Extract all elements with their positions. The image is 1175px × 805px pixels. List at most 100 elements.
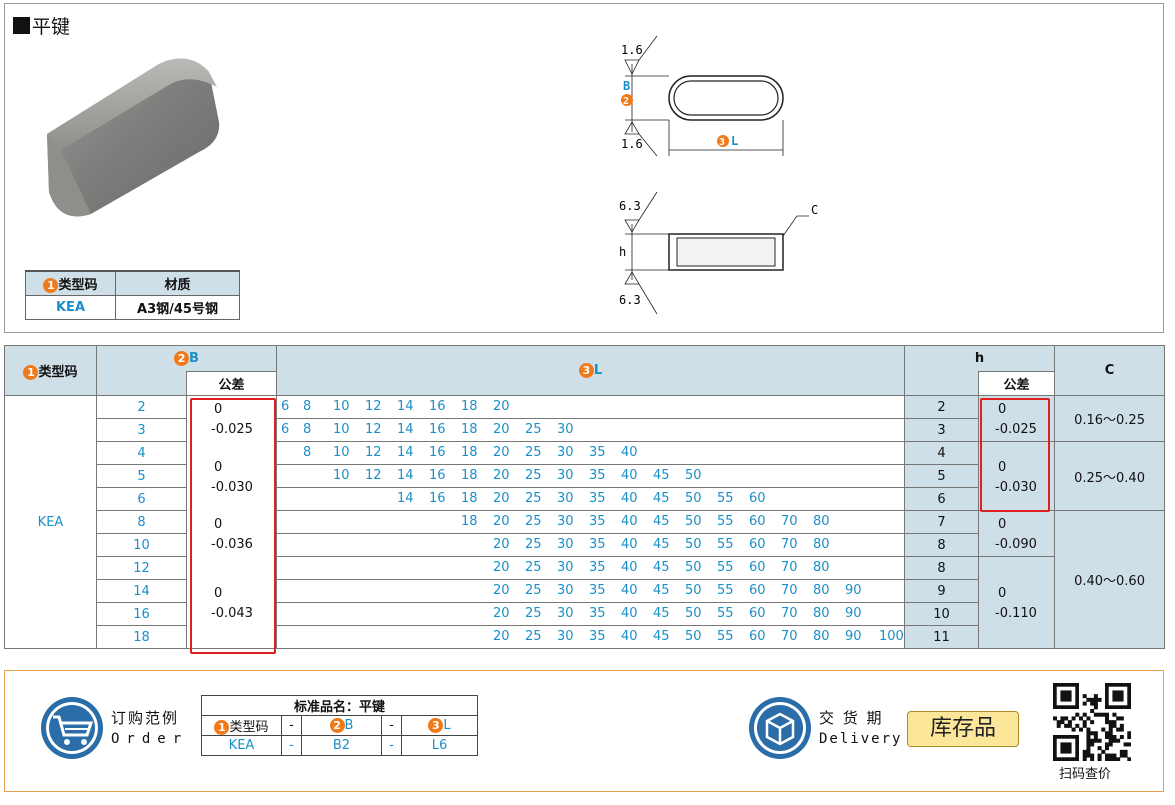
l-value: 18 — [461, 514, 478, 529]
l-value: 20 — [493, 560, 510, 575]
l-value: 45 — [653, 606, 670, 621]
l-value: 60 — [749, 491, 766, 506]
l-value: 20 — [493, 537, 510, 552]
b-value-cell: 18 — [96, 625, 187, 649]
h-tolerance-cell — [978, 510, 1056, 557]
order-label-cn: 订购范例 — [111, 709, 180, 727]
b-value-cell: 2 — [96, 395, 187, 419]
svg-text:2: 2 — [623, 96, 629, 107]
l-value: 45 — [653, 468, 670, 483]
l-value: 80 — [813, 514, 830, 529]
l-value: 60 — [749, 514, 766, 529]
l-value: 6 — [281, 399, 290, 414]
b-value-cell: 14 — [96, 579, 187, 603]
l-value: 25 — [525, 560, 542, 575]
l-value: 14 — [397, 491, 414, 506]
h-value-cell: 7 — [904, 510, 980, 534]
b-value-cell: 12 — [96, 556, 187, 580]
delivery-label-cn: 交 货 期 — [819, 709, 884, 727]
header-c: C — [1054, 345, 1166, 396]
l-value: 80 — [813, 560, 830, 575]
b-value-cell: 16 — [96, 602, 187, 626]
roughness-top: 1.6 — [621, 43, 643, 57]
delivery-box-icon — [749, 697, 811, 759]
material-value: A3钢/45号钢 — [115, 294, 240, 320]
l-value: 25 — [525, 491, 542, 506]
delivery-label-en: Delivery — [819, 731, 903, 747]
l-value: 20 — [493, 399, 510, 414]
l-value: 20 — [493, 468, 510, 483]
b-value-cell: 6 — [96, 487, 187, 511]
l-value: 60 — [749, 606, 766, 621]
stock-badge: 库存品 — [907, 711, 1019, 747]
l-value: 35 — [589, 491, 606, 506]
l-value: 60 — [749, 583, 766, 598]
order-table-title: 标准品名：平键 — [201, 695, 478, 716]
l-value: 14 — [397, 399, 414, 414]
order-value-l: L6 — [401, 735, 478, 756]
l-value: 80 — [813, 583, 830, 598]
l-value: 55 — [717, 491, 734, 506]
l-value: 16 — [429, 422, 446, 437]
l-value: 10 — [333, 468, 350, 483]
b-tolerance-value: 0-0.025 — [211, 402, 253, 437]
material-header-material: 材质 — [115, 270, 240, 296]
l-value: 40 — [621, 629, 638, 644]
l-value: 70 — [781, 514, 798, 529]
l-value: 70 — [781, 606, 798, 621]
l-value: 20 — [493, 422, 510, 437]
b-value-cell: 8 — [96, 510, 187, 534]
l-value: 100 — [879, 629, 904, 644]
l-value: 90 — [845, 606, 862, 621]
l-value: 40 — [621, 468, 638, 483]
h-tolerance-value: 0-0.090 — [995, 517, 1037, 552]
l-value: 60 — [749, 560, 766, 575]
order-value-sep2: - — [381, 735, 402, 756]
h-tolerance-value: 0-0.110 — [995, 586, 1037, 621]
dim-b-label: B — [623, 79, 630, 93]
b-value-cell: 10 — [96, 533, 187, 557]
roughness-bottom: 1.6 — [621, 137, 643, 151]
l-value: 30 — [557, 491, 574, 506]
l-value: 70 — [781, 560, 798, 575]
l-value: 40 — [621, 491, 638, 506]
l-value: 80 — [813, 629, 830, 644]
qr-code-icon[interactable] — [1053, 683, 1131, 761]
h-tolerance-cell — [978, 441, 1056, 511]
l-value: 50 — [685, 514, 702, 529]
h-tolerance-value: 0-0.025 — [995, 402, 1037, 437]
type-code-cell: KEA — [4, 395, 97, 649]
l-value: 20 — [493, 445, 510, 460]
l-value: 12 — [365, 399, 382, 414]
l-value: 45 — [653, 583, 670, 598]
l-value: 35 — [589, 514, 606, 529]
l-value: 30 — [557, 468, 574, 483]
l-value: 20 — [493, 606, 510, 621]
h-value-cell: 4 — [904, 441, 980, 465]
h-value-cell: 8 — [904, 533, 980, 557]
l-value: 20 — [493, 514, 510, 529]
l-value: 55 — [717, 629, 734, 644]
h-value-cell: 11 — [904, 625, 980, 649]
l-value: 55 — [717, 537, 734, 552]
l-value: 40 — [621, 560, 638, 575]
